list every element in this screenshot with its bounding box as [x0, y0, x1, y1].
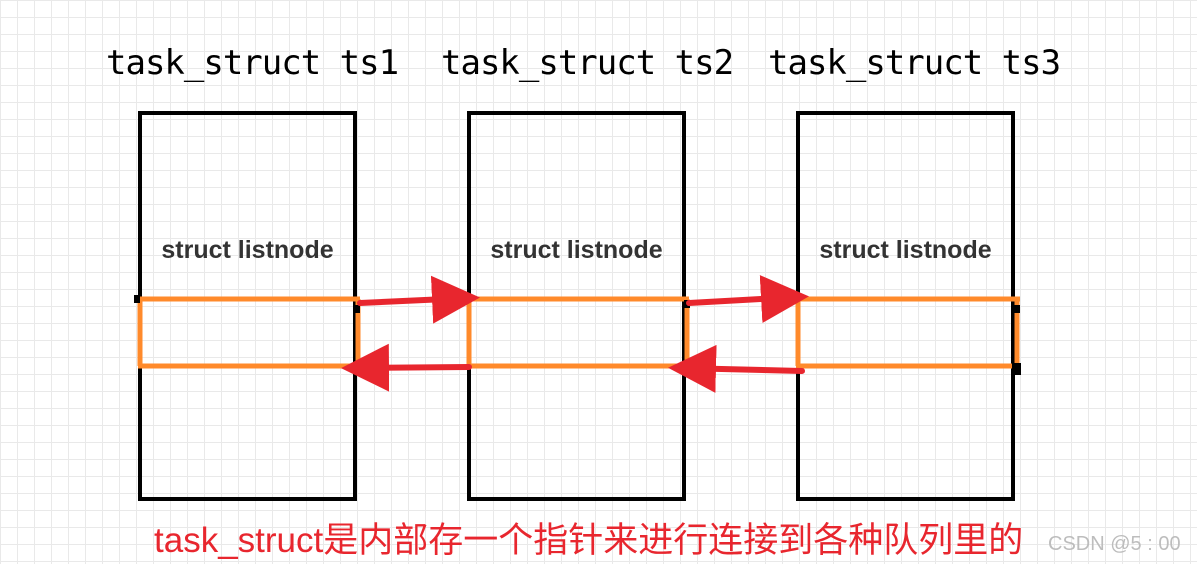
ts2-listnode-band — [466, 296, 690, 369]
ts3-listnode-label: struct listnode — [819, 236, 992, 264]
connection-dots — [134, 295, 1021, 375]
ts2-listnode-label: struct listnode — [490, 236, 663, 264]
caption: task_struct是内部存一个指针来进行连接到各种队列里的 — [154, 521, 1024, 560]
watermark: CSDN @5 : 00 — [1048, 533, 1181, 555]
arrow-prev-ts2-to-ts1 — [341, 343, 472, 392]
ts1-listnode-band — [137, 296, 361, 369]
ts3-listnode-band — [795, 296, 1020, 369]
ts1-listnode-label: struct listnode — [161, 236, 334, 264]
arrow-prev-ts3-to-ts2 — [668, 344, 805, 393]
arrow-next-ts2-to-ts3 — [686, 275, 809, 323]
arrow-next-ts1-to-ts2 — [357, 275, 480, 324]
ts1-title: task_struct ts1 — [106, 43, 399, 83]
ts2-title: task_struct ts2 — [441, 43, 734, 83]
ts3-title: task_struct ts3 — [768, 43, 1061, 83]
